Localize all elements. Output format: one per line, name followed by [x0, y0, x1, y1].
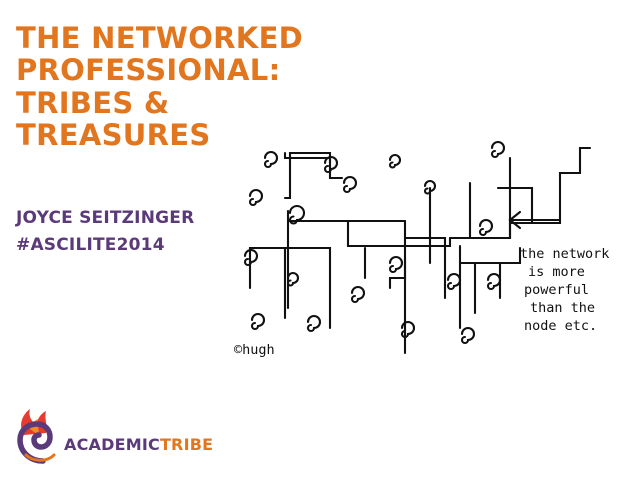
- node-swirls: [243, 140, 506, 345]
- title-line-1: THE NETWORKED: [16, 21, 304, 55]
- brand-name-part1: ACADEMIC: [64, 435, 160, 454]
- caption-line-4: than the: [530, 300, 595, 316]
- brand-name: ACADEMICTRIBE: [64, 435, 213, 454]
- academic-tribe-logo-icon: [17, 409, 56, 464]
- caption-line-5: node etc.: [524, 318, 597, 334]
- title-line-3: TRIBES &: [16, 85, 170, 120]
- slide-title: THE NETWORKED PROFESSIONAL: TRIBES & TRE…: [16, 22, 356, 152]
- network-lines: [248, 146, 592, 355]
- sketch-credit: ©hugh: [234, 342, 275, 358]
- brand-name-part2: TRIBE: [159, 435, 214, 454]
- caption-line-2: is more: [528, 264, 585, 280]
- author-name: JOYCE SEITZINGER: [16, 208, 195, 228]
- author-block: JOYCE SEITZINGER #ASCILITE2014: [16, 205, 194, 259]
- network-sketch: the network is more powerful than the no…: [234, 140, 609, 358]
- title-line-2: PROFESSIONAL:: [16, 53, 281, 88]
- conference-hashtag: #ASCILITE2014: [16, 235, 165, 256]
- title-line-4: TREASURES: [16, 118, 211, 153]
- caption-line-1: the network: [520, 246, 609, 262]
- caption-line-3: powerful: [524, 282, 589, 298]
- sketch-caption: the network is more powerful than the no…: [520, 246, 609, 334]
- arrow-icon: [508, 210, 562, 230]
